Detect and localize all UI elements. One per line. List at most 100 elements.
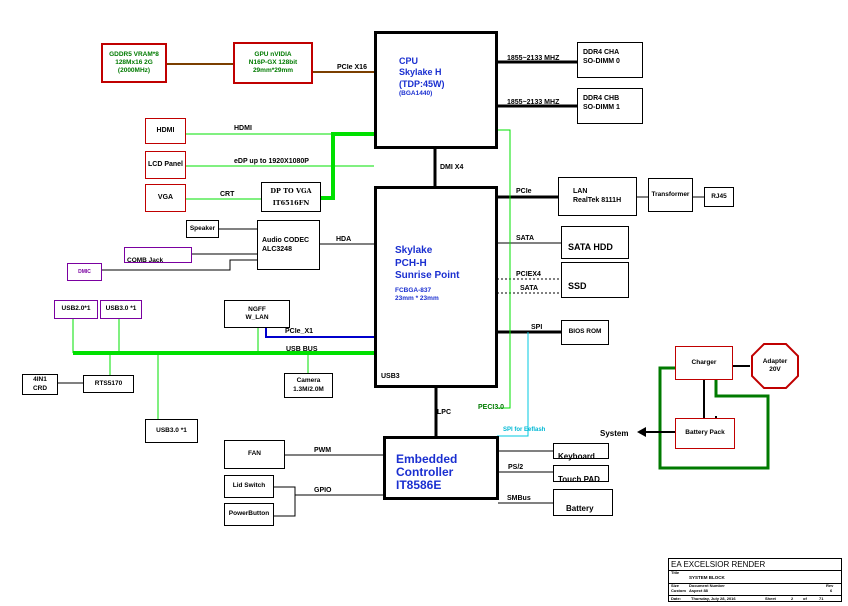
- fan-box: FAN: [224, 440, 285, 469]
- audio-codec-box: Audio CODEC ALC3248: [257, 220, 320, 270]
- hda-label: HDA: [336, 236, 352, 243]
- usb3-port-b-box: USB3.0 *1: [145, 419, 198, 443]
- rj45-label: RJ45: [711, 192, 727, 200]
- keyboard-label: Keyboard: [558, 452, 595, 461]
- cpu-box: CPU Skylake H (TDP:45W) (BGA1440): [374, 31, 498, 149]
- pch-box: Skylake PCH-H Sunrise Point FCBGA-837 23…: [374, 186, 498, 388]
- adapter-text: Adapter 20V: [750, 343, 800, 389]
- spi-label: SPI: [531, 324, 543, 331]
- usb3b-label: USB3.0 *1: [156, 426, 187, 434]
- pcie-x1-label: PCIe_X1: [285, 328, 314, 335]
- peci-label: PECI3.0: [478, 404, 505, 411]
- title-divider-1: [669, 570, 841, 571]
- pcie-x1-line: [265, 328, 374, 338]
- cpu-line3: (TDP:45W): [399, 78, 445, 89]
- pch-line2: PCH-H: [395, 257, 427, 269]
- vram-line1: GDDR5 VRAM*8: [109, 50, 159, 58]
- pcie-x16-label: PCIe X16: [337, 64, 367, 71]
- adapter-shape: [751, 343, 799, 389]
- camera-line2: 1.3M/2.0M: [293, 385, 324, 393]
- pch-line1: Skylake: [395, 245, 433, 256]
- company-name: EA EXCELSIOR RENDER: [671, 560, 766, 569]
- dp-vga-line1: DP TO VGA: [270, 187, 312, 196]
- lid-label: Lid Switch: [232, 482, 266, 490]
- comb-label: COMB Jack: [127, 257, 164, 264]
- dp-link-line: [321, 132, 374, 200]
- dmic-line: [102, 259, 257, 271]
- pch-line5: 23mm * 23mm: [395, 294, 439, 302]
- cpu-line2: Skylake H: [399, 67, 442, 78]
- battery-box: Battery: [553, 489, 613, 516]
- touchpad-box: Touch PAD: [553, 465, 609, 484]
- speaker-box: Speaker: [186, 220, 219, 238]
- dp-to-vga-box: DP TO VGA IT6516FN: [261, 182, 321, 212]
- keyboard-box: Keyboard: [553, 443, 609, 461]
- dmic-box: DMIC: [67, 263, 102, 281]
- title-divider-2: [669, 583, 841, 584]
- title-block: EA EXCELSIOR RENDER Title SYSTEM BLOCK S…: [668, 558, 842, 602]
- sheet-value: 2: [791, 596, 794, 601]
- vga-box-label: VGA: [157, 193, 174, 201]
- rj45-box: RJ45: [704, 187, 734, 207]
- title-divider-3: [669, 595, 841, 596]
- rev-value: 6: [830, 588, 833, 593]
- vram-line3: (2000MHz): [117, 67, 151, 75]
- comb-jack-box: COMB Jack: [124, 247, 192, 264]
- pch-line3: Sunrise Point: [395, 270, 460, 281]
- transformer-box: Transformer: [648, 178, 693, 212]
- crd-line2: CRD: [32, 384, 48, 392]
- sata-label: SATA: [516, 235, 535, 242]
- size-value: Custom: [671, 588, 686, 593]
- bios-label: BIOS ROM: [568, 328, 602, 336]
- speaker-label: Speaker: [189, 224, 216, 232]
- gpu-line2: N16P-GX 128bit: [248, 58, 298, 66]
- codec-line1: Audio CODEC: [262, 237, 310, 244]
- crt-label: CRT: [220, 191, 235, 198]
- hdmi-box-label: HDMI: [156, 126, 175, 134]
- touchpad-label: Touch PAD: [558, 475, 600, 484]
- title-caption: Title: [671, 570, 680, 575]
- sata-hdd-label: SATA HDD: [568, 242, 613, 252]
- adapter-line2: 20V: [769, 366, 781, 373]
- ec-line1: Embedded: [396, 452, 458, 466]
- vga-box: VGA: [145, 184, 186, 212]
- rev-caption: Rev: [826, 583, 834, 588]
- usb2-port-box: USB2.0*1: [54, 300, 98, 319]
- usb3-port-a-box: USB3.0 *1: [100, 300, 142, 319]
- battery-pack-label: Battery Pack: [685, 429, 725, 437]
- power-gpio-line: [274, 495, 296, 517]
- pwm-label: PWM: [314, 447, 332, 454]
- system-label: System: [600, 429, 629, 438]
- lan-line1: LAN: [573, 188, 588, 195]
- lid-switch-box: Lid Switch: [224, 475, 274, 498]
- crd-line1: 4IN1: [33, 376, 47, 384]
- vram-line2: 128Mx16 2G: [115, 58, 153, 66]
- lan-line2: RealTek 8111H: [573, 196, 622, 204]
- rts5170-box: RTS5170: [83, 375, 134, 393]
- hdmi-label: HDMI: [234, 125, 252, 132]
- card-reader-box: 4IN1 CRD: [22, 374, 58, 395]
- ddr4-chb-box: DDR4 CHB SO-DIMM 1: [577, 88, 643, 124]
- sheet-caption: Sheet: [765, 596, 776, 601]
- date-caption: Date:: [671, 596, 682, 601]
- ddr-chb-line1: DDR4 CHB: [583, 95, 620, 102]
- ngff-wlan-box: NGFF W_LAN: [224, 300, 290, 328]
- ps2-label: PS/2: [508, 464, 524, 471]
- power-path-line: [658, 366, 770, 470]
- sata-hdd-box: SATA HDD: [561, 226, 629, 259]
- lcd-panel-box: LCD Panel: [145, 151, 186, 179]
- gpu-line1: GPU nVIDIA: [254, 50, 292, 58]
- ngff-line1: NGFF: [248, 305, 266, 313]
- pcie-label: PCIe: [516, 188, 532, 195]
- power-button-box: PowerButton: [224, 503, 274, 526]
- pch-line4: FCBGA-837: [395, 286, 432, 294]
- adapter-line1: Adapter: [762, 357, 788, 365]
- camera-line1: Camera: [296, 377, 321, 385]
- battery-label: Battery: [566, 504, 594, 513]
- ddr-cha-line2: SO-DIMM 0: [583, 57, 620, 65]
- ddr-cha-line1: DDR4 CHA: [583, 49, 620, 56]
- mhz-label-1: 1855~2133 MHZ: [507, 55, 560, 62]
- sata2-label: SATA: [520, 285, 539, 292]
- doc-value: Aspect 88: [689, 588, 708, 593]
